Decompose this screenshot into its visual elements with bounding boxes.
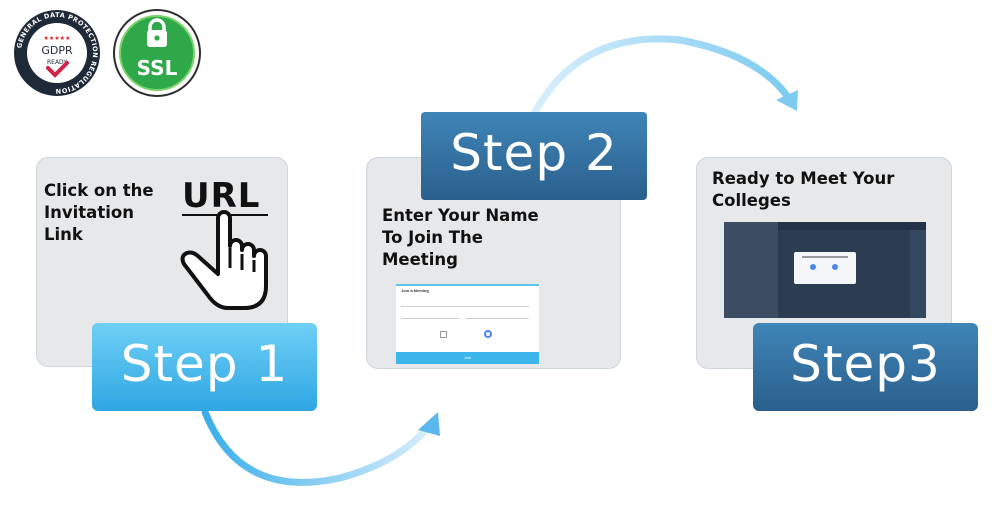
gdpr-badge: GENERAL DATA PROTECTION REGULATION ★★★★★… <box>12 8 102 98</box>
url-text: URL <box>182 176 261 216</box>
ssl-label: SSL <box>137 56 178 80</box>
arrow-step1-to-step2 <box>201 408 434 486</box>
step1-text: Click on the Invitation Link <box>44 180 184 246</box>
svg-text:★★★★★: ★★★★★ <box>44 35 71 42</box>
ssl-lock-icon: SSL <box>113 9 201 97</box>
join-form-button: Join <box>396 352 539 364</box>
step2-label: Step 2 <box>421 112 647 200</box>
step3-text: Ready to Meet Your Colleges <box>712 168 942 212</box>
step2-text-line: Enter Your Name <box>382 206 539 225</box>
step3-text-line: Ready to Meet Your <box>712 169 895 188</box>
step3-label: Step3 <box>753 323 978 411</box>
join-form-title: Join a Meeting <box>401 288 429 293</box>
step2-label-text: Step 2 <box>450 124 618 182</box>
step2-text: Enter Your Name To Join The Meeting <box>382 205 602 271</box>
meeting-dialog <box>794 252 856 284</box>
step3-label-text: Step3 <box>790 335 941 393</box>
gdpr-sub-text: READY <box>47 59 67 66</box>
step1-label: Step 1 <box>92 323 317 411</box>
meeting-room-thumbnail <box>724 222 926 318</box>
step1-label-text: Step 1 <box>120 335 289 393</box>
step1-text-line: Click on the <box>44 181 154 200</box>
arrow-step2-to-step3 <box>531 35 794 116</box>
step2-text-line: Meeting <box>382 250 458 269</box>
join-meeting-form-thumbnail: Join a Meeting Join <box>396 284 539 364</box>
gdpr-badge-icon: GENERAL DATA PROTECTION REGULATION ★★★★★… <box>14 10 100 96</box>
gdpr-main-text: GDPR <box>41 44 73 57</box>
ssl-badge: SSL <box>112 8 202 98</box>
step1-text-line: Link <box>44 225 83 244</box>
step1-text-line: Invitation <box>44 203 134 222</box>
url-pointer-icon: URL <box>176 176 276 316</box>
step3-text-line: Colleges <box>712 191 791 210</box>
step2-text-line: To Join The <box>382 228 483 247</box>
